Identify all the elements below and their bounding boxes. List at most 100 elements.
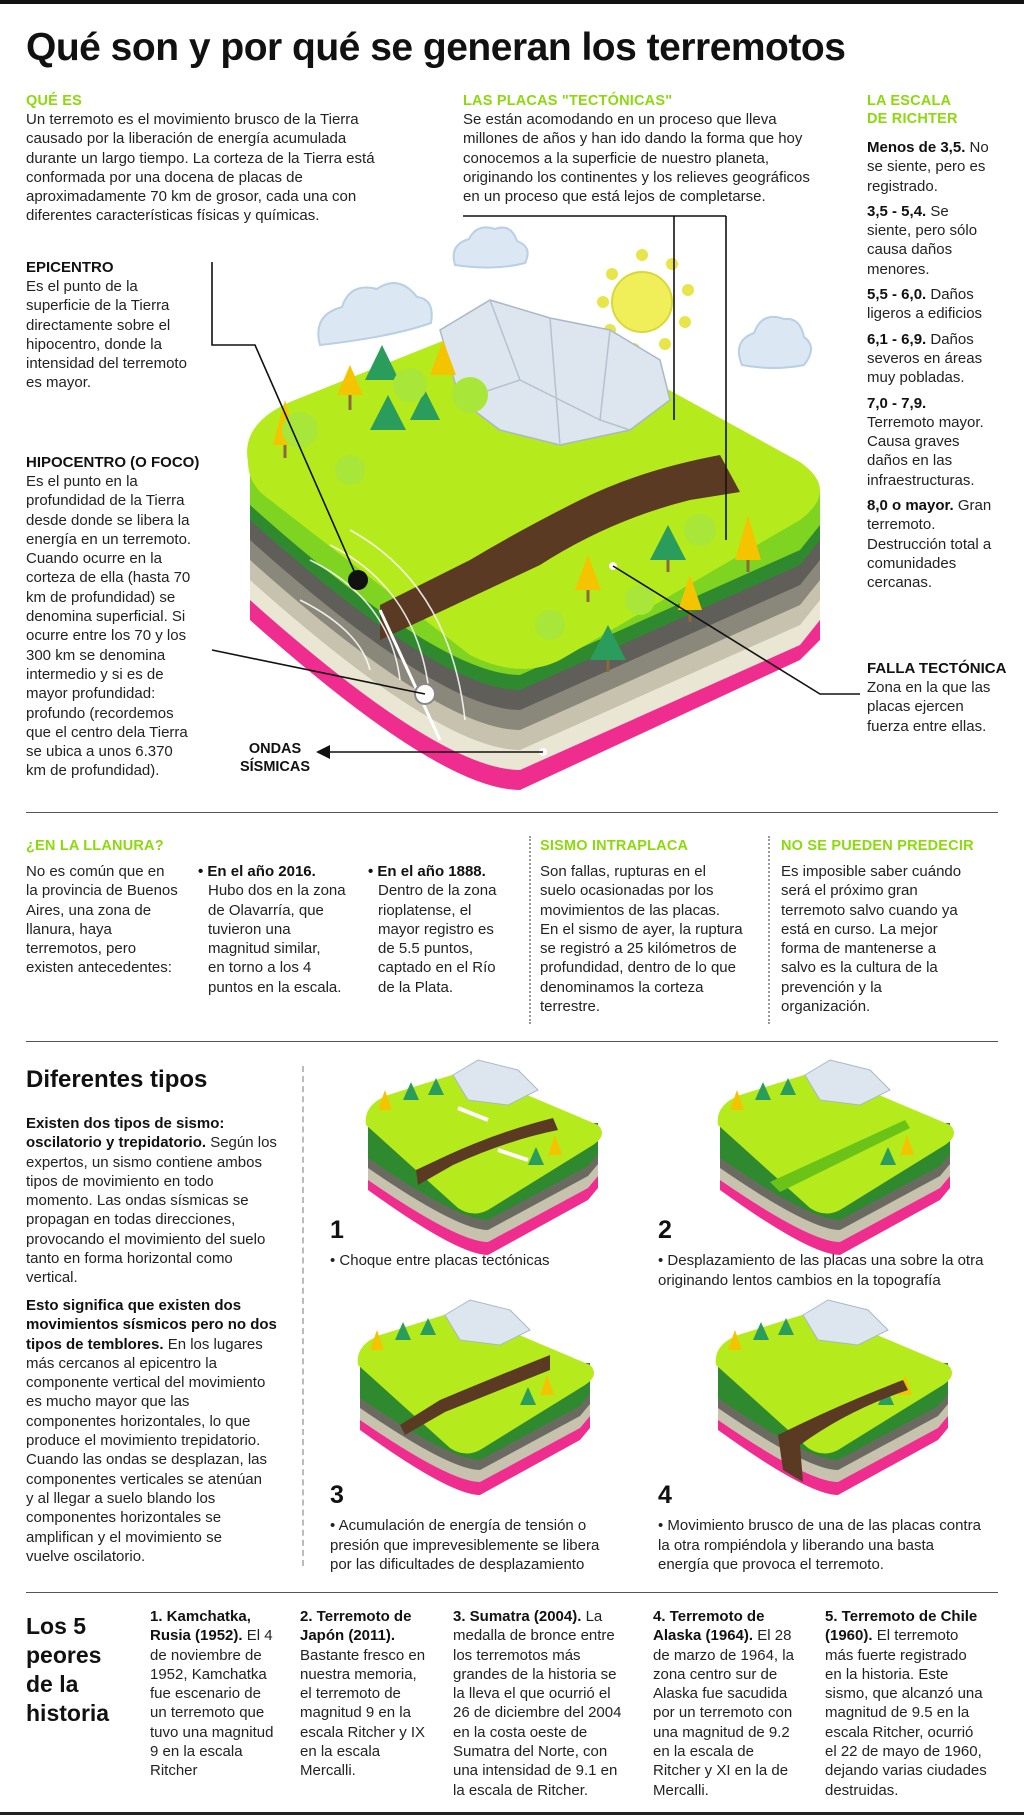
epicentro-heading: EPICENTRO xyxy=(26,259,114,276)
text-line: fue escenario de xyxy=(150,1685,261,1703)
tipo-caption-line: presión que imprevesiblemente se libera xyxy=(330,1536,600,1554)
text-line: tanto en forma horizontal como xyxy=(26,1250,233,1268)
text-line: por un terremoto con xyxy=(653,1704,793,1722)
tipo-3-number: 3 xyxy=(330,1481,344,1509)
text-line: SÍSMICAS xyxy=(239,759,311,775)
llanura-heading: ¿EN LA LLANURA? xyxy=(26,838,164,854)
text-line: 3. Sumatra (2004). La xyxy=(453,1608,603,1625)
text-line: Es el punto en la xyxy=(26,473,138,490)
tipo-caption-line: • Desplazamiento de las placas una sobre… xyxy=(658,1252,984,1269)
tipo-1-caption: • Choque entre placas tectónicas xyxy=(330,1251,620,1271)
text-line: intermedio y si es de xyxy=(26,665,164,683)
text-line: la escala de Ritcher. xyxy=(453,1781,589,1799)
text-line: 26 de diciembre del 2004 xyxy=(453,1704,622,1722)
text-line: Es imposible saber cuándo xyxy=(781,863,962,880)
text-line: captado en el Río xyxy=(378,959,496,977)
text-line: conocemos a la superficie de nuestro pla… xyxy=(463,149,770,167)
divider-2 xyxy=(26,1041,998,1042)
text-line: componentes horizontales, lo que xyxy=(26,1412,251,1430)
divider-3 xyxy=(26,1592,998,1593)
text-line: Zona en la que las xyxy=(867,679,991,696)
text-line: Rusia (1952). El 4 xyxy=(150,1627,273,1645)
text-line: rioplatense, el xyxy=(378,901,472,919)
cloud-icon xyxy=(317,226,812,369)
text-line: desde donde se libera la xyxy=(26,511,190,529)
text-line: un terremoto que xyxy=(150,1704,265,1722)
earthquake-illustration xyxy=(211,215,860,790)
text-line: destruidas. xyxy=(825,1781,899,1799)
tipos-illustrations xyxy=(357,1059,955,1496)
intraplaca-block: SISMO INTRAPLACA Son fallas, rupturas en… xyxy=(540,837,760,1016)
richter-line: severos en áreas xyxy=(867,349,983,367)
text-line: durante un largo tiempo. La corteza de l… xyxy=(26,149,375,167)
tree-icon xyxy=(273,340,761,672)
text-line: Cuando ocurre en la xyxy=(26,550,162,568)
text-line: está en curso. La mejor xyxy=(781,920,938,938)
text-line: movimientos sísmicos pero no dos xyxy=(26,1316,277,1334)
text-line: (1960). El terremoto xyxy=(825,1627,959,1645)
text-line: 300 km se denomina xyxy=(26,646,166,664)
earth-block xyxy=(247,299,820,790)
text-line: magnitud de 9.5 en la xyxy=(825,1704,970,1722)
text-line: terrestre. xyxy=(540,998,601,1016)
tipo-4-number: 4 xyxy=(658,1481,672,1509)
tipo-3-illustration xyxy=(357,1299,595,1496)
tipo-caption-line: • Movimiento brusco de una de las placas… xyxy=(658,1517,981,1534)
richter-line: ligeros a edificios xyxy=(867,305,983,323)
text-line: Bastante fresco en xyxy=(300,1646,426,1664)
text-line: Mercalli. xyxy=(300,1762,356,1780)
richter-line: 3,5 - 5,4. Se xyxy=(867,202,949,220)
text-line: 9 en la escala xyxy=(150,1743,243,1761)
text-line: en la escala xyxy=(300,1743,381,1761)
richter-line: Destrucción total a xyxy=(867,535,992,553)
text-line: vuelve oscilatorio. xyxy=(26,1547,146,1565)
separator-1 xyxy=(529,836,531,1024)
text-line: ocurre entre los 70 y los xyxy=(26,627,187,645)
richter-line: Causa graves xyxy=(867,433,960,451)
text-line: 1. Kamchatka, xyxy=(150,1608,251,1625)
richter-line: 8,0 o mayor. Gran xyxy=(867,497,992,515)
text-line: de marzo de 1964, la xyxy=(653,1646,794,1664)
tipo-4: 4 • Movimiento brusco de una de las plac… xyxy=(658,1481,1003,1575)
text-line: Dentro de la zona xyxy=(378,882,497,900)
text-line: provocando el movimiento del suelo xyxy=(26,1230,266,1248)
text-line: los terremotos más xyxy=(453,1646,581,1664)
text-line: será el próximo gran xyxy=(781,882,918,900)
tipo-1: 1 • Choque entre placas tectónicas xyxy=(330,1216,620,1271)
text-line: forma de mantenerse a xyxy=(781,940,937,958)
predecir-block: NO SE PUEDEN PREDECIR Es imposible saber… xyxy=(781,837,1006,1016)
text-line: 1952, Kamchatka xyxy=(150,1665,267,1683)
text-line: escala Ritcher, ocurrió xyxy=(825,1723,974,1741)
text-line: la provincia de Buenos xyxy=(26,882,178,900)
text-line: dejando varias ciudades xyxy=(825,1762,987,1780)
text-line: superficie de la Tierra xyxy=(26,297,170,315)
peor-5: 5. Terremoto de Chile(1960). El terremot… xyxy=(825,1607,1005,1800)
text-line: más fuerte registrado xyxy=(825,1646,967,1664)
tipo-2: 2 • Desplazamiento de las placas una sob… xyxy=(658,1216,1003,1290)
text-line: originando los continentes y los relieve… xyxy=(463,168,810,186)
text-line: conformada por una docena de placas de xyxy=(26,168,303,186)
richter-line: muy pobladas. xyxy=(867,369,965,387)
top-rule xyxy=(0,0,1024,4)
placas-heading: LAS PLACAS "TECTÓNICAS" xyxy=(463,93,673,109)
text-line: placas ejercen xyxy=(867,698,964,716)
text-line: hipocentro, donde la xyxy=(26,335,162,353)
text-line: profundidad, dentro de lo que xyxy=(540,959,736,977)
text-line: oscilatorio y trepidatorio. Según los xyxy=(26,1134,277,1152)
text-line: energía en un terremoto. xyxy=(26,530,192,548)
text-line: profundidad de la Tierra xyxy=(26,492,185,510)
text-line: magnitud 9 en la xyxy=(300,1704,411,1722)
richter-line: menores. xyxy=(867,260,930,278)
